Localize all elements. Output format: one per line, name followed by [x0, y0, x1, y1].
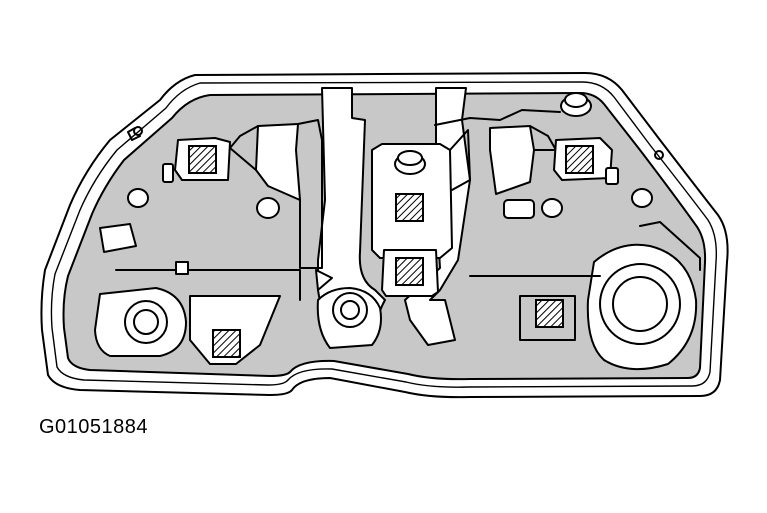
flange-hole-left — [133, 126, 143, 136]
right-raised-block-top — [529, 125, 557, 151]
upper-right-ridge — [434, 109, 561, 126]
central-boss-right — [449, 129, 471, 191]
lower-left-boss-inner — [133, 309, 159, 335]
vent-cap-top — [564, 92, 588, 108]
lower-small-bracket — [315, 269, 333, 291]
flange-hole-right — [654, 150, 664, 160]
right-raised-block — [489, 125, 535, 195]
lower-center-boss-inner — [340, 300, 360, 320]
right-side-ridge — [639, 221, 701, 271]
right-side-recess — [503, 199, 535, 219]
hatched-pad-center-lower — [395, 257, 424, 286]
filler-cap-top — [397, 150, 423, 166]
left-column — [297, 119, 323, 269]
flange-tab-left — [127, 127, 141, 141]
hatched-pad-center-upper — [395, 193, 424, 222]
mount-hole-1 — [127, 188, 149, 208]
tank-flange-outline — [40, 72, 729, 399]
left-raised-block-top — [229, 125, 259, 171]
small-tab-3 — [175, 261, 189, 275]
lower-right-boss-inner — [612, 276, 668, 332]
left-side-recess — [99, 223, 137, 253]
small-tab-1 — [162, 163, 174, 183]
mount-hole-2 — [256, 197, 280, 219]
lower-right-ledge — [469, 275, 601, 341]
mount-hole-3 — [541, 198, 563, 218]
small-tab-2 — [605, 167, 619, 185]
figure-caption: G01051884 — [39, 416, 149, 438]
mount-hole-4 — [631, 188, 653, 208]
hatched-pad-lower-right — [535, 299, 564, 328]
tank-flange-inner — [50, 81, 718, 388]
hatched-pad-lower-left — [212, 329, 241, 358]
hatched-pad-upper-right — [565, 145, 594, 174]
hatched-pad-upper-left — [188, 145, 217, 174]
